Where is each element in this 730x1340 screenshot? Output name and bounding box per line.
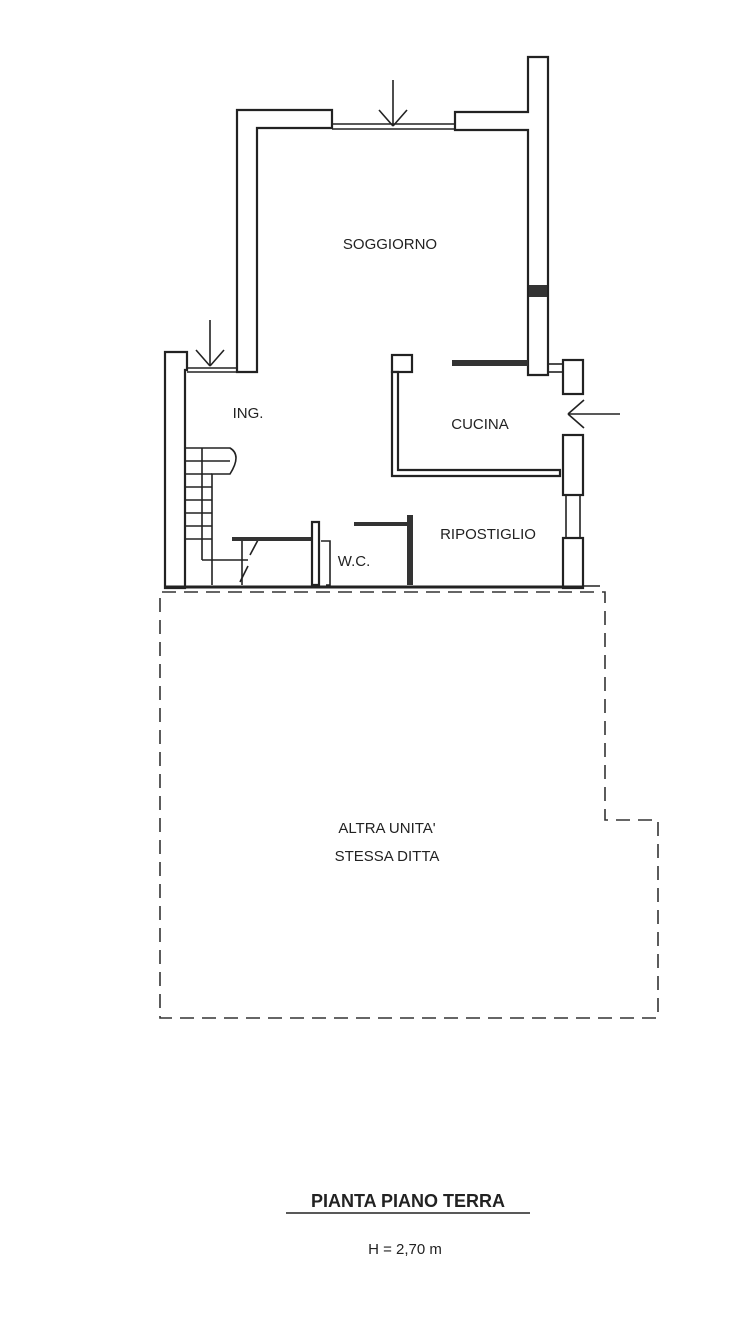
entry-arrow-top-icon bbox=[378, 80, 408, 127]
right-wall bbox=[548, 358, 600, 590]
soggiorno-walls bbox=[235, 55, 550, 377]
entry-arrow-left-icon bbox=[195, 320, 225, 367]
wc-walls bbox=[232, 515, 413, 587]
room-label-soggiorno: SOGGIORNO bbox=[343, 236, 437, 253]
ceiling-height: H = 2,70 m bbox=[368, 1241, 442, 1258]
other-unit-outline bbox=[159, 591, 659, 1019]
other-unit-label-line1: ALTRA UNITA' bbox=[338, 820, 435, 837]
room-label-cucina: CUCINA bbox=[451, 416, 509, 433]
entry-arrow-right-icon bbox=[567, 399, 620, 429]
other-unit-label-line2: STESSA DITTA bbox=[335, 848, 440, 865]
room-label-wc: W.C. bbox=[338, 553, 371, 570]
room-label-ripostiglio: RIPOSTIGLIO bbox=[440, 526, 536, 543]
ingresso-walls bbox=[163, 350, 237, 590]
room-label-ingresso: ING. bbox=[233, 405, 264, 422]
plan-title: PIANTA PIANO TERRA bbox=[311, 1191, 505, 1211]
cucina-walls bbox=[390, 353, 562, 478]
staircase bbox=[185, 447, 259, 585]
